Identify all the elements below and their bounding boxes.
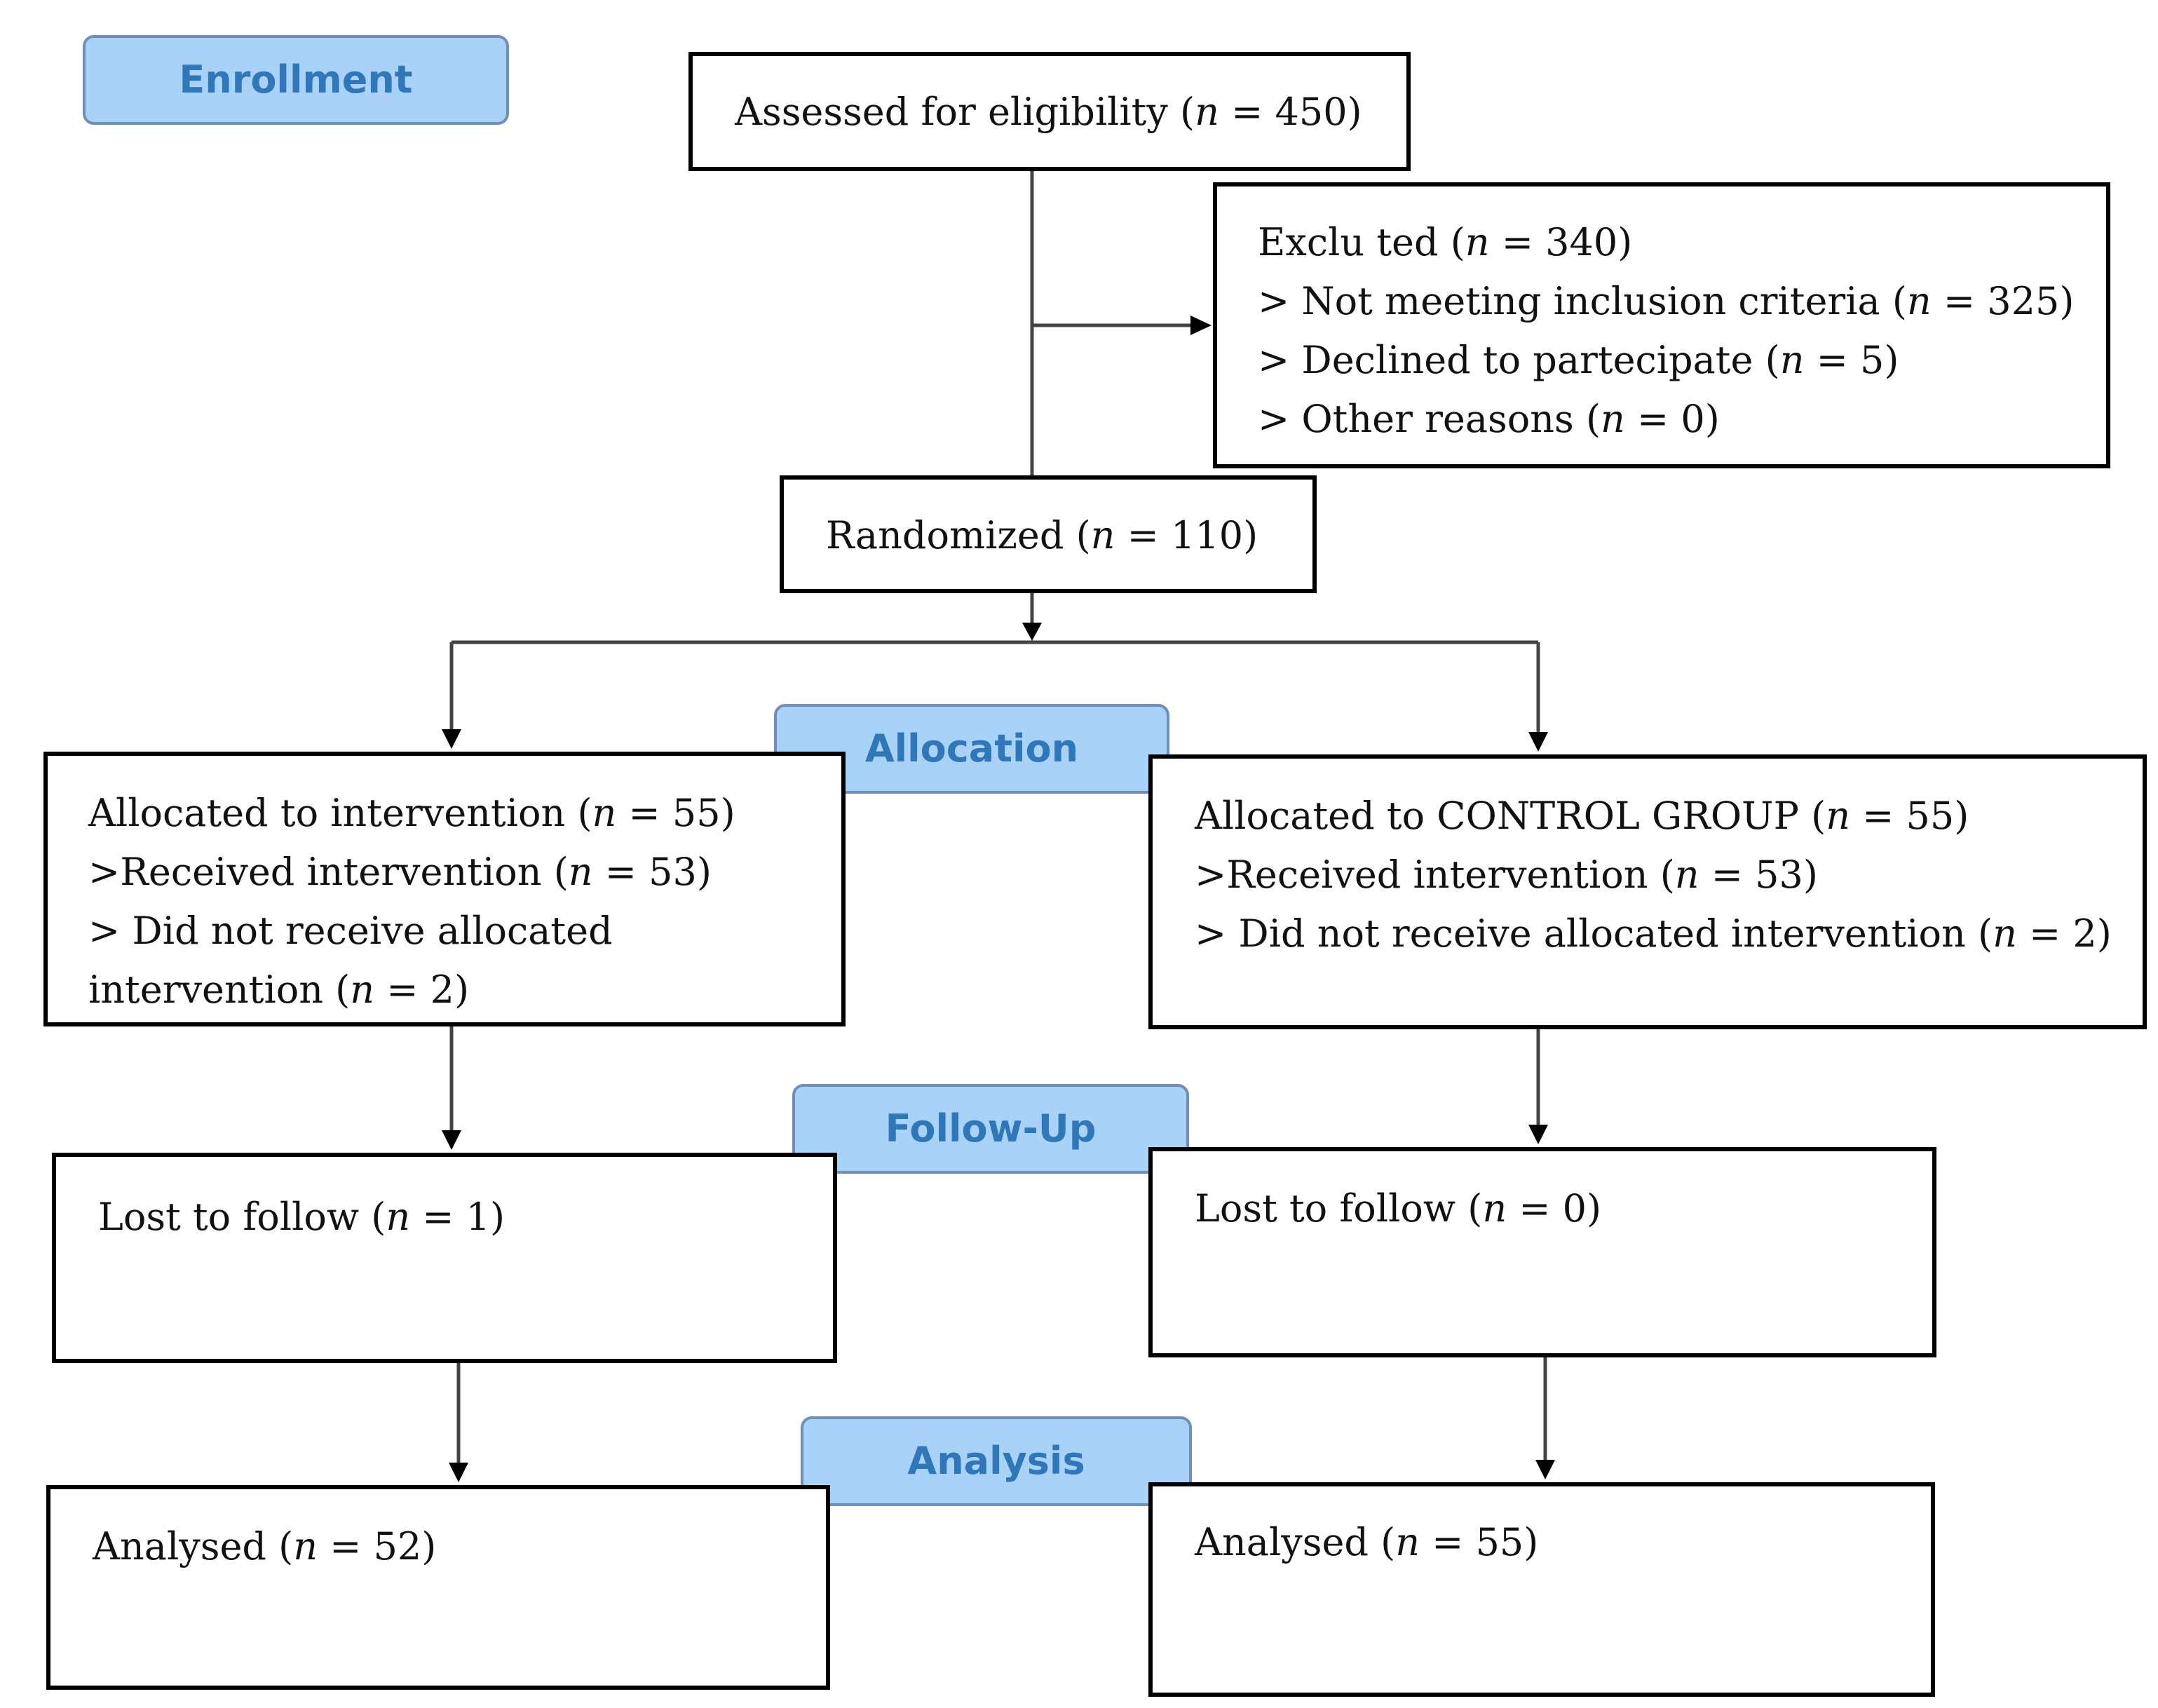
box-randomized: Randomized (n = 110): [780, 475, 1317, 593]
control-lost-text: Lost to follow (n = 0): [1195, 1186, 1602, 1231]
arrowhead-intervention-lost: [442, 1130, 461, 1150]
stage-analysis: Analysis: [801, 1416, 1192, 1506]
control-allocated-text: Allocated to CONTROL GROUP (n = 55): [1195, 794, 1969, 838]
box-intervention-lost: Lost to follow (n = 1): [52, 1153, 837, 1363]
excluded-reason-1: > Not meeting inclusion criteria (n = 32…: [1258, 279, 2075, 323]
assessed-text: Assessed for eligibility (n = 450): [735, 90, 1362, 134]
control-analysed-text: Analysed (n = 55): [1195, 1520, 1539, 1564]
box-intervention-analysed: Analysed (n = 52): [46, 1485, 830, 1690]
stage-enrollment-label: Enrollment: [179, 57, 413, 102]
box-control-lost: Lost to follow (n = 0): [1148, 1147, 1936, 1357]
intervention-analysed-text: Analysed (n = 52): [93, 1524, 437, 1568]
excluded-title: Exclu ted (n = 340): [1258, 220, 1633, 264]
box-intervention-allocated: Allocated to intervention (n = 55) >Rece…: [43, 752, 846, 1026]
stage-analysis-label: Analysis: [907, 1439, 1085, 1483]
excluded-reason-2: > Declined to partecipate (n = 5): [1258, 338, 1899, 382]
stage-follow-up-label: Follow-Up: [885, 1106, 1097, 1151]
box-excluded: Exclu ted (n = 340) > Not meeting inclus…: [1213, 182, 2110, 468]
arrowhead-randomized: [1022, 623, 1042, 641]
arrowhead-intervention-analysed: [449, 1463, 468, 1482]
arrowhead-control-lost: [1528, 1125, 1548, 1144]
randomized-text: Randomized (n = 110): [826, 513, 1258, 557]
stage-follow-up: Follow-Up: [792, 1084, 1189, 1174]
arrowhead-excluded: [1190, 316, 1212, 335]
box-control-allocated: Allocated to CONTROL GROUP (n = 55) >Rec…: [1148, 754, 2147, 1029]
intervention-allocated-text: Allocated to intervention (n = 55): [88, 791, 735, 835]
control-received-text: >Received intervention (n = 53): [1195, 853, 1818, 897]
intervention-received-text: >Received intervention (n = 53): [88, 850, 712, 894]
stage-allocation-label: Allocation: [864, 726, 1079, 771]
intervention-not-received-line-1: > Did not receive allocated: [88, 909, 613, 953]
control-not-received-text: > Did not receive allocated intervention…: [1195, 911, 2112, 956]
box-assessed: Assessed for eligibility (n = 450): [688, 52, 1411, 171]
arrowhead-intervention: [442, 729, 461, 749]
arrowhead-control: [1528, 732, 1548, 752]
arrowhead-control-analysed: [1535, 1460, 1555, 1479]
intervention-lost-text: Lost to follow (n = 1): [98, 1195, 505, 1239]
excluded-reason-3: > Other reasons (n = 0): [1258, 397, 1720, 441]
stage-enrollment: Enrollment: [83, 35, 509, 125]
box-control-analysed: Analysed (n = 55): [1148, 1482, 1935, 1697]
intervention-not-received-line-2: intervention (n = 2): [88, 968, 470, 1012]
